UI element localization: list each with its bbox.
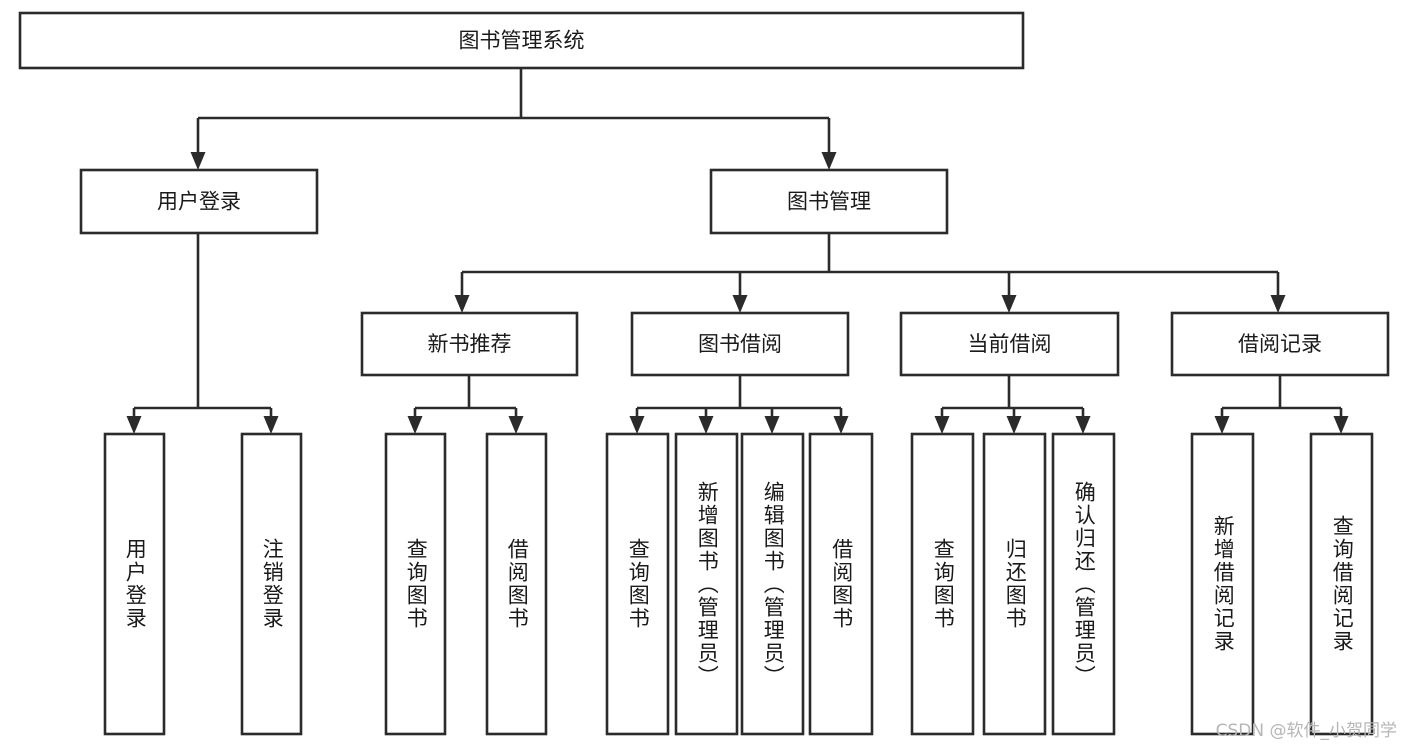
arrowhead-new-book-recommend-icon xyxy=(454,295,470,313)
connector-bus-book-borrow xyxy=(637,375,841,410)
node-box-borrow-record[interactable] xyxy=(1170,311,1390,377)
node-box-leaf-query-book-2[interactable] xyxy=(605,432,670,736)
arrowhead-leaf-return-book-icon xyxy=(1006,416,1022,434)
node-label-book-manage: 图书管理 xyxy=(787,190,871,214)
node-box-leaf-confirm-return-admin[interactable] xyxy=(1051,432,1116,736)
arrowhead-leaf-edit-book-admin-icon xyxy=(764,416,780,434)
watermark: CSDN @软件_小贺同学 xyxy=(1215,721,1397,741)
arrowhead-user-login-icon xyxy=(190,152,206,170)
connector-bus-current-borrow xyxy=(942,375,1083,410)
node-label-borrow-record: 借阅记录 xyxy=(1238,332,1322,356)
node-box-leaf-query-book-1[interactable] xyxy=(384,432,447,736)
node-box-leaf-edit-book-admin[interactable] xyxy=(740,432,805,736)
arrowhead-layer xyxy=(126,152,1349,434)
arrowhead-book-manage-icon xyxy=(821,152,837,170)
node-box-book-borrow[interactable] xyxy=(630,311,850,377)
node-box-new-book-recommend[interactable] xyxy=(360,311,579,377)
arrowhead-leaf-add-book-admin-icon xyxy=(698,416,714,434)
arrowhead-leaf-query-book-3-icon xyxy=(934,416,950,434)
connector-bus-borrow-record xyxy=(1222,375,1341,410)
node-box-current-borrow[interactable] xyxy=(899,311,1120,377)
arrowhead-borrow-record-icon xyxy=(1270,295,1286,313)
arrowhead-leaf-query-book-1-icon xyxy=(407,416,423,434)
arrowhead-leaf-borrow-book-1-icon xyxy=(508,416,524,434)
connector-bus-new-book xyxy=(415,375,516,410)
node-box-leaf-add-borrow-record[interactable] xyxy=(1190,432,1255,736)
arrowhead-leaf-user-login-icon xyxy=(126,416,142,434)
arrowhead-book-borrow-icon xyxy=(732,295,748,313)
node-box-leaf-add-book-admin[interactable] xyxy=(674,432,739,736)
node-label-current-borrow: 当前借阅 xyxy=(968,332,1052,356)
arrowhead-leaf-query-book-2-icon xyxy=(629,416,645,434)
node-box-leaf-query-borrow-record[interactable] xyxy=(1309,432,1374,736)
node-label-new-book-recommend: 新书推荐 xyxy=(428,332,512,356)
arrowhead-leaf-user-logout-icon xyxy=(263,416,279,434)
node-label-root: 图书管理系统 xyxy=(459,29,585,53)
connector-bus-book-manage xyxy=(462,233,1278,274)
arrowhead-current-borrow-icon xyxy=(1001,295,1017,313)
node-box-leaf-user-logout[interactable] xyxy=(240,432,303,736)
arrowhead-leaf-borrow-book-2-icon xyxy=(833,416,849,434)
node-label-user-login: 用户登录 xyxy=(157,190,241,214)
arrowhead-leaf-confirm-return-admin-icon xyxy=(1075,416,1091,434)
arrowhead-leaf-query-borrow-record-icon xyxy=(1333,416,1349,434)
connector-layer xyxy=(132,68,1343,416)
node-box-user-login[interactable] xyxy=(79,168,319,235)
node-box-leaf-return-book[interactable] xyxy=(982,432,1047,736)
node-box-leaf-query-book-3[interactable] xyxy=(910,432,975,736)
node-box-leaf-borrow-book-2[interactable] xyxy=(808,432,874,736)
node-box-root[interactable] xyxy=(18,11,1025,70)
node-box-leaf-user-login[interactable] xyxy=(103,432,166,736)
node-label-book-borrow: 图书借阅 xyxy=(698,332,782,356)
connector-bus-root xyxy=(198,68,829,120)
node-box-leaf-borrow-book-1[interactable] xyxy=(485,432,548,736)
connector-bus-user-login xyxy=(134,233,271,410)
node-box-book-manage[interactable] xyxy=(709,168,949,235)
arrowhead-leaf-add-borrow-record-icon xyxy=(1214,416,1230,434)
